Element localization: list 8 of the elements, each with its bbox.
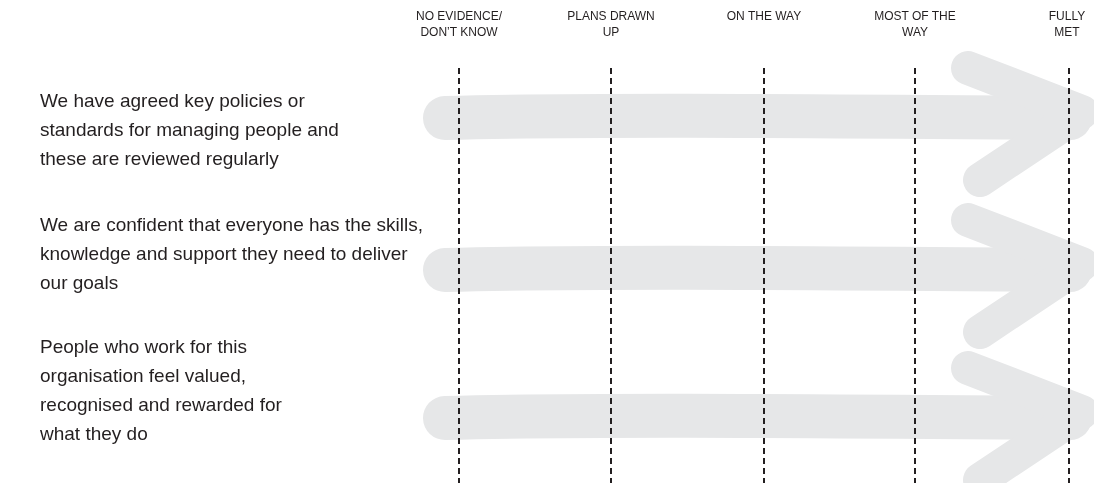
scale-heading: NO EVIDENCE/ DON’T KNOW	[415, 8, 503, 40]
scale-heading: PLANS DRAWN UP	[566, 8, 656, 40]
scale-heading: ON THE WAY	[725, 8, 803, 24]
statement-text: We have agreed key policies or standards for managing people and these are reviewed regularly	[40, 89, 340, 171]
statement-text: We are confident that everyone has the skills, knowledge and support they need to deliver our goals	[40, 213, 425, 295]
scale-heading: FULLY MET	[1047, 8, 1087, 40]
statement-text: People who work for this organisation feel valued, recognised and rewarded for what they do	[40, 335, 283, 446]
scale-heading: MOST OF THE WAY	[873, 8, 957, 40]
